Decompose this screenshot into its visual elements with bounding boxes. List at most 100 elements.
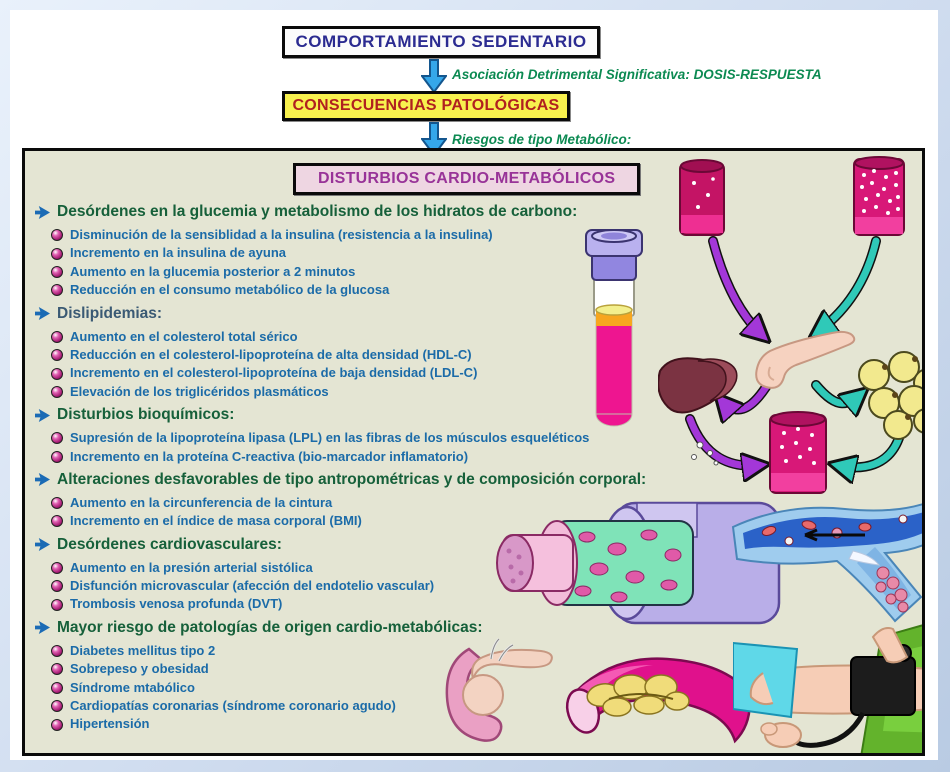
section-arrow-icon bbox=[35, 621, 50, 635]
blood-vessel-cylinder-icon bbox=[679, 159, 725, 236]
muscle-fiber-cross-section-illustration bbox=[496, 501, 781, 625]
bullet-item: Incremento en el colesterol-lipoproteína… bbox=[35, 364, 705, 382]
bullet-item-text: Diabetes mellitus tipo 2 bbox=[70, 642, 216, 658]
bullet-item: Elevación de los triglicéridos plasmátic… bbox=[35, 383, 705, 401]
section-arrow-icon bbox=[35, 538, 50, 552]
bullet-item-text: Aumento en el colesterol total sérico bbox=[70, 328, 298, 344]
bullet-item-text: Aumento en la presión arterial sistólica bbox=[70, 559, 313, 575]
bullet-item: Incremento en la insulina de ayuna bbox=[35, 244, 705, 262]
bullet-item-text: Aumento en la circunferencia de la cintu… bbox=[70, 494, 333, 510]
section-title-text: Desórdenes cardiovasculares: bbox=[57, 535, 282, 553]
arrow-vessel-to-pancreas-teal bbox=[816, 237, 880, 333]
section-4: Alteraciones desfavorables de tipo antro… bbox=[35, 469, 705, 531]
section-arrow-icon bbox=[35, 307, 50, 321]
bullet-item-text: Hipertensión bbox=[70, 716, 150, 732]
section-title-text: Alteraciones desfavorables de tipo antro… bbox=[57, 470, 647, 488]
association-label: Asociación Detrimental Significativa: DO… bbox=[452, 67, 822, 82]
bullet-sphere-icon bbox=[51, 349, 63, 362]
fat-cells-icon bbox=[858, 351, 922, 440]
thrombus-clot bbox=[875, 566, 909, 613]
section-arrow-icon bbox=[35, 473, 50, 487]
droplet-dots bbox=[691, 441, 719, 466]
section-title: Dislipidemias: bbox=[35, 303, 705, 325]
bullet-item: Síndrome mtabólico bbox=[35, 679, 705, 697]
bullet-sphere-icon bbox=[51, 432, 63, 445]
metabolic-risks-label: Riesgos de tipo Metabólico: bbox=[452, 132, 632, 147]
bullet-item: Sobrepeso y obesidad bbox=[35, 660, 705, 678]
section-title-text: Desórdenes en la glucemia y metabolismo … bbox=[57, 203, 578, 220]
slide-background: COMPORTAMIENTO SEDENTARIO Asociación Det… bbox=[10, 10, 938, 760]
section-title-text: Dislipidemias: bbox=[57, 304, 163, 322]
examiner-hand bbox=[871, 627, 909, 664]
bullet-item: Aumento en la circunferencia de la cintu… bbox=[35, 494, 705, 512]
arrow-liver-to-vessel-purple bbox=[686, 415, 762, 466]
bullet-item: Reducción en el colesterol-lipoproteína … bbox=[35, 346, 705, 364]
bullet-sphere-icon bbox=[51, 284, 63, 297]
bullet-item-text: Cardiopatías coronarias (síndrome corona… bbox=[70, 698, 396, 714]
arrow-fat-to-vessel-teal bbox=[836, 431, 904, 467]
section-2: Dislipidemias: Aumento en el colesterol t… bbox=[35, 303, 705, 402]
bp-tube bbox=[788, 711, 866, 748]
bullet-sphere-icon bbox=[51, 229, 63, 242]
bullet-sphere-icon bbox=[51, 681, 63, 694]
bullet-item-text: Incremento en la proteína C-reactiva (bi… bbox=[70, 448, 469, 464]
section-title-text: Disturbios bioquímicos: bbox=[57, 406, 235, 424]
bullet-item: Aumento en la glucemia posterior a 2 min… bbox=[35, 263, 705, 281]
down-arrow-icon bbox=[421, 59, 447, 93]
bullet-item-text: Elevación de los triglicéridos plasmátic… bbox=[70, 383, 329, 399]
liver-icon bbox=[658, 357, 738, 414]
bullet-sphere-icon bbox=[51, 450, 63, 463]
arrow-pancreas-to-fat-teal bbox=[812, 381, 862, 403]
bullet-item: Diabetes mellitus tipo 2 bbox=[35, 642, 705, 660]
bullet-sphere-icon bbox=[51, 580, 63, 593]
section-title: Desórdenes cardiovasculares: bbox=[35, 534, 705, 556]
section-title: Mayor riesgo de patologías de origen car… bbox=[35, 617, 705, 639]
section-1: Desórdenes en la glucemia y metabolismo … bbox=[35, 201, 705, 300]
blood-pressure-measurement-illustration bbox=[733, 624, 922, 753]
bullet-sphere-icon bbox=[51, 330, 63, 343]
bullet-item-text: Incremento en el índice de masa corporal… bbox=[70, 513, 362, 529]
plaque bbox=[586, 674, 690, 717]
bullet-sphere-icon bbox=[51, 598, 63, 611]
blood-vessel-cylinder-icon bbox=[769, 411, 827, 494]
arrow-pancreas-to-liver-purple bbox=[720, 383, 770, 409]
bullet-sphere-icon bbox=[51, 265, 63, 278]
vein-thrombosis-illustration bbox=[731, 503, 922, 623]
bullet-sphere-icon bbox=[51, 645, 63, 658]
sections-list: Desórdenes en la glucemia y metabolismo … bbox=[35, 199, 705, 737]
pancreas-icon bbox=[755, 330, 856, 389]
bullet-sphere-icon bbox=[51, 700, 63, 713]
bullet-item: Incremento en la proteína C-reactiva (bi… bbox=[35, 448, 705, 466]
bullet-item-text: Síndrome mtabólico bbox=[70, 679, 195, 695]
bullet-sphere-icon bbox=[51, 663, 63, 676]
pancreas-duodenum-illustration bbox=[445, 637, 553, 742]
bullet-item: Supresión de la lipoproteína lipasa (LPL… bbox=[35, 429, 705, 447]
section-6: Mayor riesgo de patologías de origen car… bbox=[35, 617, 705, 734]
flow-direction-arrow bbox=[804, 528, 865, 542]
artery-plaque-illustration bbox=[565, 657, 751, 744]
section-arrow-icon bbox=[35, 408, 50, 422]
bullet-item-text: Reducción en el consumo metabólico de la… bbox=[70, 282, 390, 298]
section-title: Disturbios bioquímicos: bbox=[35, 404, 705, 426]
bullet-sphere-icon bbox=[51, 515, 63, 528]
bullet-item: Aumento en el colesterol total sérico bbox=[35, 328, 705, 346]
pathological-consequences-box: CONSECUENCIAS PATOLÓGICAS bbox=[282, 91, 570, 121]
bullet-sphere-icon bbox=[51, 385, 63, 398]
sedentary-behavior-title-box: COMPORTAMIENTO SEDENTARIO bbox=[282, 26, 600, 58]
arrow-vessel-to-pancreas-purple bbox=[709, 237, 764, 337]
bullet-item-text: Disminución de la sensiblidad a la insul… bbox=[70, 227, 493, 242]
section-5: Desórdenes cardiovasculares: Aumento en l… bbox=[35, 534, 705, 614]
bullet-item-text: Reducción en el colesterol-lipoproteína … bbox=[70, 346, 472, 362]
bullet-item: Cardiopatías coronarias (síndrome corona… bbox=[35, 697, 705, 715]
blood-test-tube-illustration bbox=[585, 229, 643, 427]
bullet-sphere-icon bbox=[51, 497, 63, 510]
bullet-item: Disminución de la sensiblidad a la insul… bbox=[35, 226, 705, 244]
bullet-sphere-icon bbox=[51, 367, 63, 380]
bullet-sphere-icon bbox=[51, 561, 63, 574]
bullet-item-text: Disfunción microvascular (afección del e… bbox=[70, 578, 435, 594]
bullet-item: Hipertensión bbox=[35, 715, 705, 733]
bullet-item: Reducción en el consumo metabólico de la… bbox=[35, 281, 705, 299]
blood-vessel-cylinder-icon bbox=[853, 156, 905, 236]
panel-header: DISTURBIOS CARDIO-METABÓLICOS bbox=[293, 163, 641, 195]
section-title: Alteraciones desfavorables de tipo antro… bbox=[35, 469, 705, 491]
